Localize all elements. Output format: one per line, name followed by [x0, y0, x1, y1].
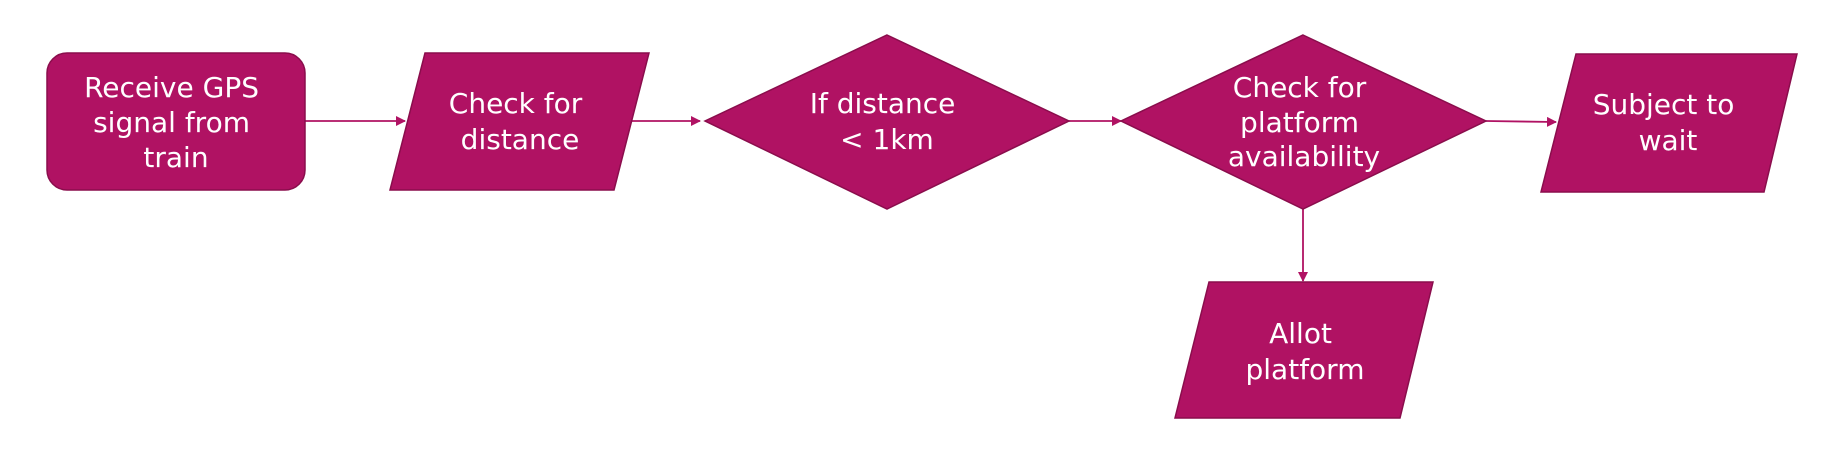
node-receive-gps-line-2: signal from: [93, 106, 250, 139]
node-subject-wait[interactable]: Subject to wait: [1540, 53, 1798, 193]
node-check-platform-line-3: availability: [1228, 140, 1380, 173]
diamond-shape: [703, 34, 1071, 210]
diamond-shape: [1119, 34, 1488, 210]
parallelogram-shape: [1540, 53, 1798, 193]
node-check-platform-line-1: Check for: [1233, 71, 1367, 104]
node-allot-platform[interactable]: Allot platform: [1174, 281, 1434, 419]
parallelogram-shape: [1174, 281, 1434, 419]
rounded-rectangle-shape: [46, 52, 306, 191]
node-receive-gps[interactable]: Receive GPS signal from train: [46, 52, 306, 191]
node-allot-platform-line-1: Allot: [1269, 317, 1332, 350]
node-check-platform[interactable]: Check for platform availability: [1119, 34, 1488, 210]
parallelogram-shape: [389, 52, 650, 191]
node-subject-wait-line-2: wait: [1639, 124, 1698, 157]
node-check-distance-line-2: distance: [461, 123, 580, 156]
node-if-distance-line-2: < 1km: [840, 123, 934, 156]
node-if-distance-line-1: If distance: [810, 87, 956, 120]
node-check-distance[interactable]: Check for distance: [389, 52, 650, 191]
node-receive-gps-label: Receive GPS signal from train: [84, 71, 268, 174]
node-allot-platform-line-2: platform: [1246, 353, 1365, 386]
node-receive-gps-line-1: Receive GPS: [84, 71, 259, 104]
node-allot-platform-label: Allot platform: [1246, 317, 1365, 386]
node-check-distance-line-1: Check for: [449, 87, 583, 120]
node-if-distance[interactable]: If distance < 1km: [703, 34, 1071, 210]
node-check-distance-label: Check for distance: [449, 87, 591, 156]
node-if-distance-label: If distance < 1km: [810, 87, 965, 156]
node-check-platform-line-2: platform: [1240, 106, 1359, 139]
node-subject-wait-line-1: Subject to: [1593, 88, 1735, 121]
connectors: [305, 116, 1557, 282]
node-receive-gps-line-3: train: [143, 141, 208, 174]
edge-check-platform-to-subject-wait: [1485, 116, 1557, 127]
node-subject-wait-label: Subject to wait: [1593, 88, 1744, 157]
node-check-platform-label: Check for platform availability: [1228, 71, 1380, 173]
